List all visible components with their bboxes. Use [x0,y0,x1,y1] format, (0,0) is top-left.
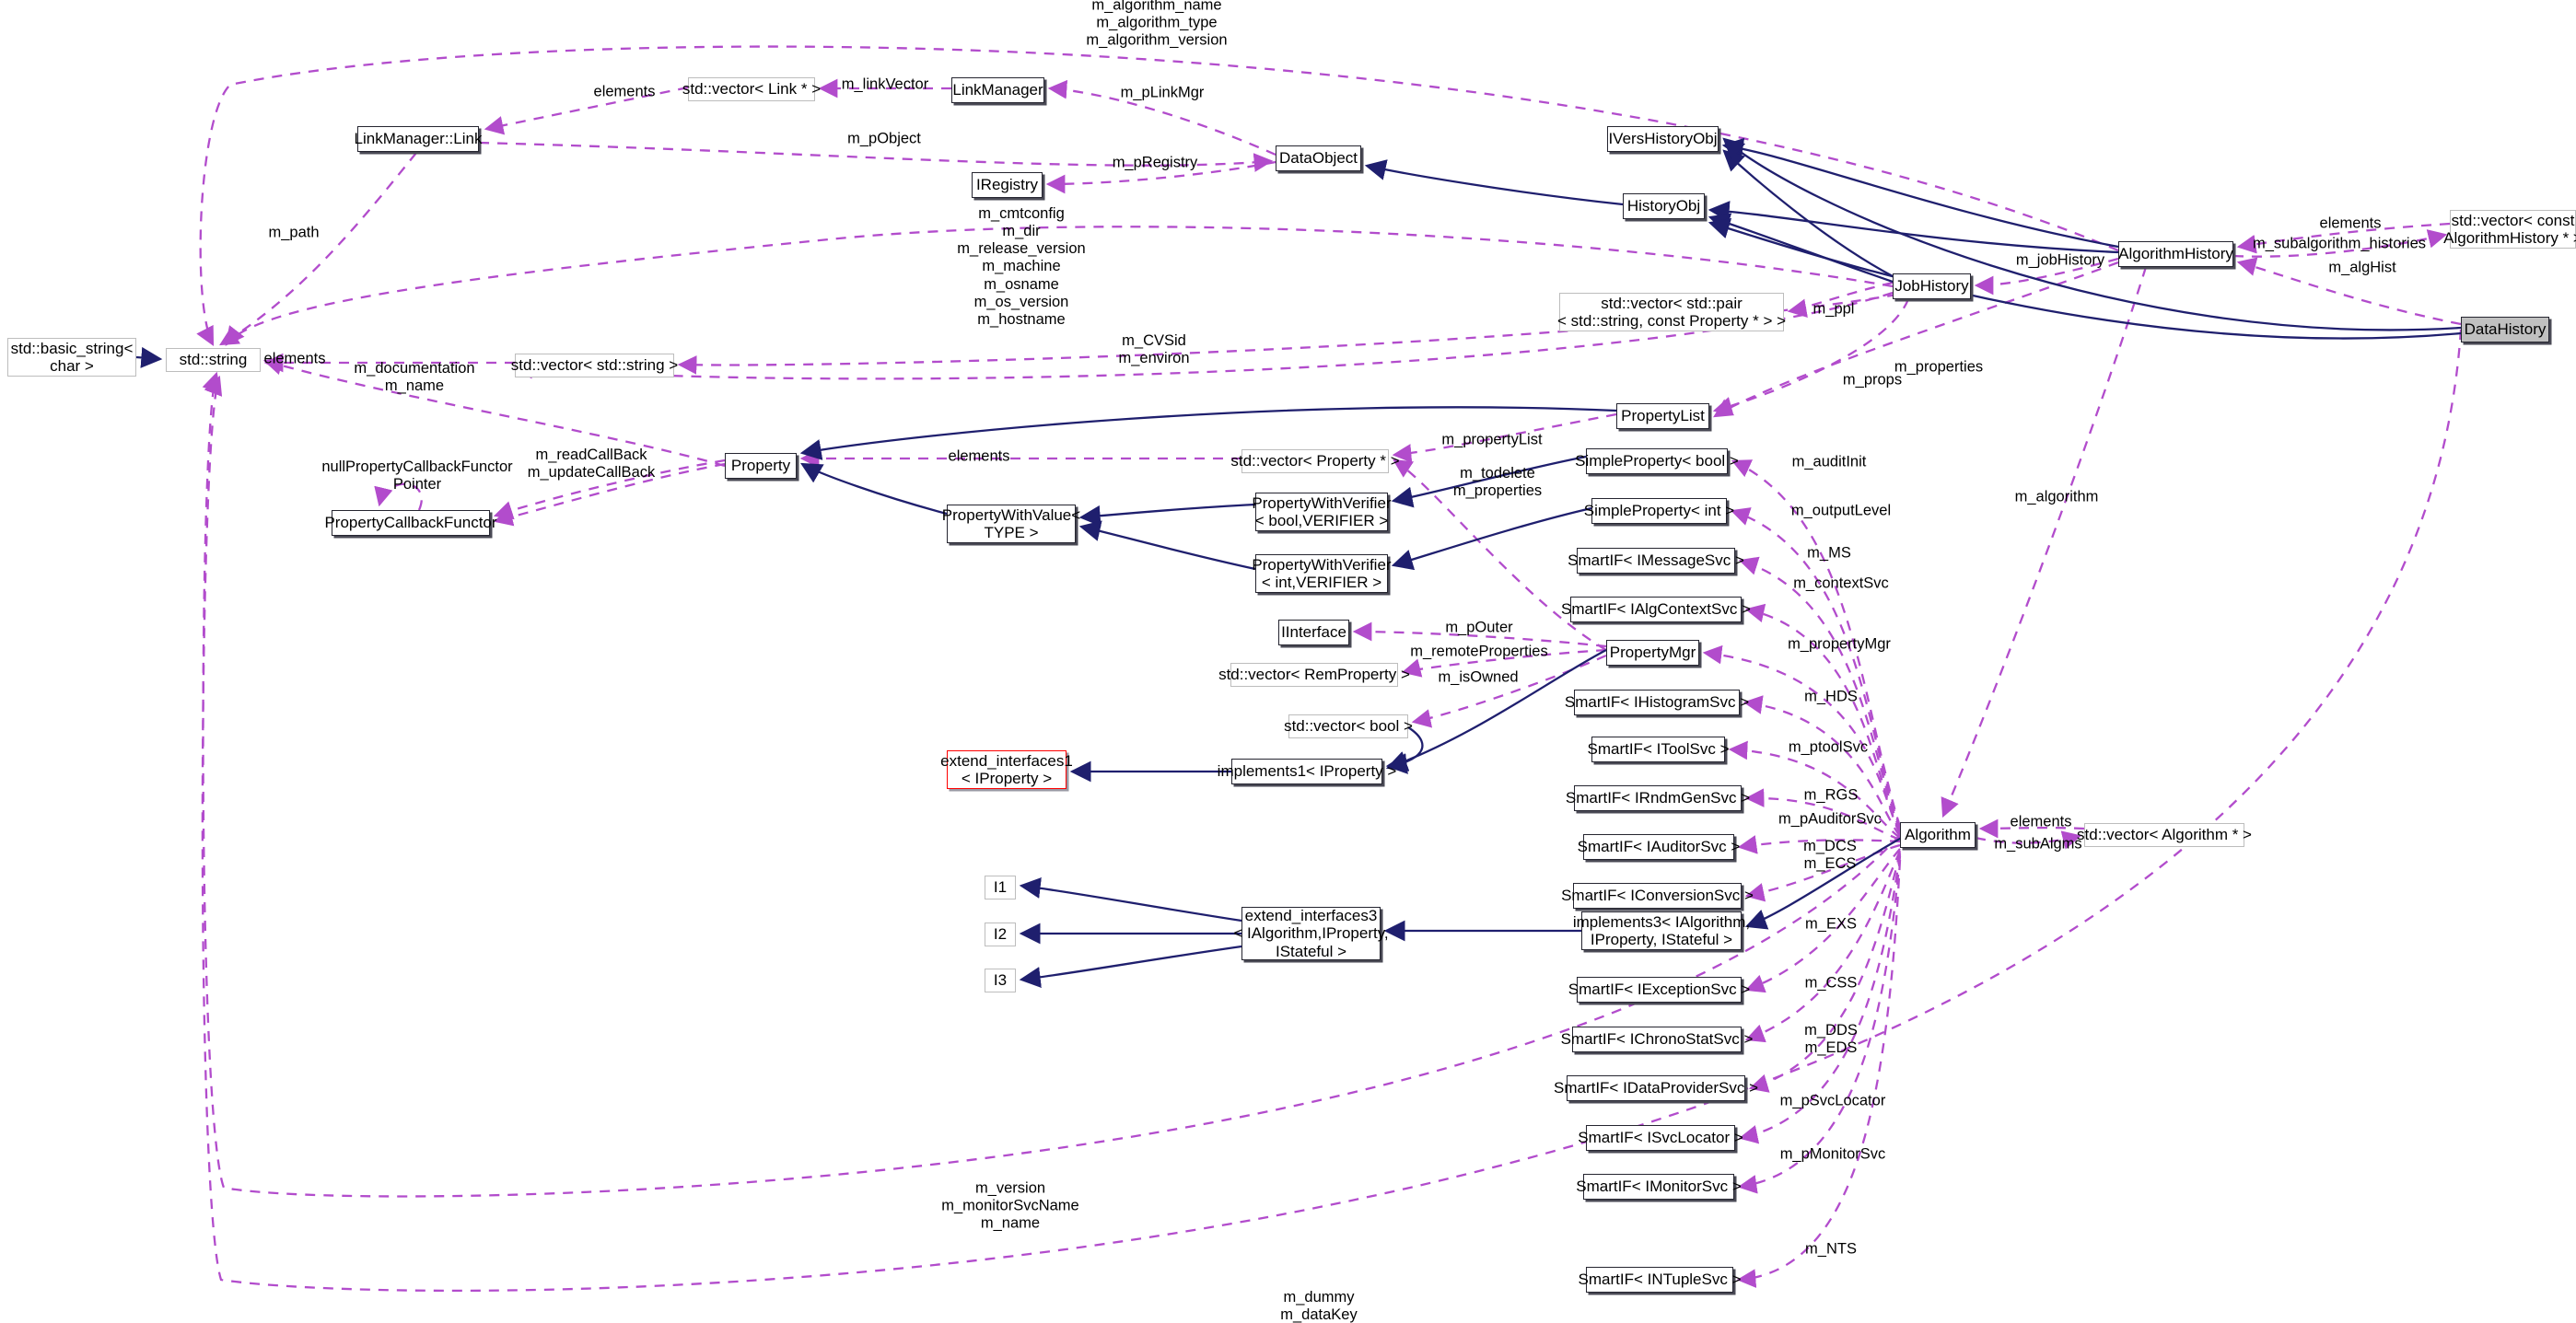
node-linkmanager-link[interactable]: LinkManager::Link [355,126,482,152]
edge-label-m-pobject: m_pObject [847,130,921,147]
node-smartif-iconversionsvc[interactable]: SmartIF< IConversionSvc > [1561,883,1754,909]
edge-label-m-path: m_path [268,224,320,241]
edge-label-m-dcs-m-ecs: m_DCS m_ECS [1803,837,1857,872]
node-iregistry[interactable]: IRegistry [972,172,1043,198]
node-algorithm[interactable]: Algorithm [1900,822,1976,848]
edge-label-m-ms: m_MS [1807,544,1851,562]
edge-label-m-pregistry: m_pRegistry [1112,154,1198,171]
node-simpleproperty-int[interactable]: SimpleProperty< int > [1584,498,1734,524]
edge-label-algorithm-string-fields: m_version m_monitorSvcName m_name [941,1179,1079,1232]
node-propertywithverifier-int[interactable]: PropertyWithVerifier < int,VERIFIER > [1252,554,1392,593]
node-propertywithverifier-bool[interactable]: PropertyWithVerifier < bool,VERIFIER > [1252,493,1392,531]
edge-label-m-plinkmgr: m_pLinkMgr [1120,84,1205,101]
edge-label-m-todelete-m-properties: m_todelete m_properties [1452,464,1543,499]
node-i3[interactable]: I3 [985,969,1016,992]
edge-label-m-cvsid-m-environ: m_CVSid m_environ [1118,331,1190,366]
node-smartif-ialgcontextsvc[interactable]: SmartIF< IAlgContextSvc > [1561,597,1751,622]
node-iinterface[interactable]: IInterface [1278,620,1349,645]
node-extend-interfaces1-iproperty[interactable]: extend_interfaces1 < IProperty > [940,750,1073,789]
node-ivershistoryobj[interactable]: IVersHistoryObj [1607,126,1719,152]
node-property[interactable]: Property [725,453,797,479]
node-smartif-ihistogramsvc[interactable]: SmartIF< IHistogramSvc > [1565,690,1749,715]
node-vector-const-algorithmhistory-ptr[interactable]: std::vector< const AlgorithmHistory * > [2443,210,2576,249]
node-smartif-iauditorsvc[interactable]: SmartIF< IAuditorSvc > [1578,834,1740,860]
node-i1[interactable]: I1 [985,876,1016,899]
edge-label-elements-algorithmhistory: elements [2319,215,2382,232]
edge-label-m-pouter: m_pOuter [1445,619,1513,636]
node-smartif-idataprovidersvc[interactable]: SmartIF< IDataProviderSvc > [1554,1075,1758,1101]
node-smartif-ichronostatsvc[interactable]: SmartIF< IChronoStatSvc > [1561,1027,1753,1052]
edge-label-m-exs: m_EXS [1805,915,1857,933]
edge-label-m-linkvector: m_linkVector [841,75,929,93]
edge-label-m-props: m_props [1842,371,1903,389]
node-std-string[interactable]: std::string [166,348,261,372]
edge-label-m-auditinit: m_auditInit [1791,453,1867,470]
edge-label-m-psvclocator: m_pSvcLocator [1779,1092,1886,1109]
node-smartif-isvclocator[interactable]: SmartIF< ISvcLocator > [1578,1125,1743,1151]
edge-label-m-subalgms: m_subAlgms [1994,835,2082,853]
node-propertylist[interactable]: PropertyList [1616,403,1709,429]
edge-label-algorithm-name-type-version: m_algorithm_name m_algorithm_type m_algo… [1086,0,1228,49]
edge-label-m-jobhistory: m_jobHistory [2015,251,2105,269]
edge-label-m-subalgorithm-histories: m_subalgorithm_histories [2252,235,2427,252]
edge-label-jobhistory-string-fields: m_cmtconfig m_dir m_release_version m_ma… [957,205,1086,328]
edge-label-m-contextsvc: m_contextSvc [1793,574,1889,592]
edge-label-m-hds: m_HDS [1804,688,1858,705]
node-propertycallbackfunctor[interactable]: PropertyCallbackFunctor [324,510,497,536]
node-implements3[interactable]: implements3< IAlgorithm, IProperty, ISta… [1572,911,1751,950]
edge-label-m-readcallback-m-updatecallback: m_readCallBack m_updateCallBack [527,446,656,481]
node-i2[interactable]: I2 [985,923,1016,946]
edge-label-m-documentation-m-name: m_documentation m_name [354,359,475,394]
node-datahistory[interactable]: DataHistory [2461,317,2549,342]
node-vector-pair-string-property[interactable]: std::vector< std::pair < std::string, co… [1556,293,1787,331]
edge-label-m-alghist: m_algHist [2328,259,2396,276]
node-vector-algorithm-ptr[interactable]: std::vector< Algorithm * > [2077,823,2252,847]
node-smartif-irndmgensvc[interactable]: SmartIF< IRndmGenSvc > [1566,785,1750,811]
edge-label-m-algorithm: m_algorithm [2014,488,2099,505]
node-smartif-imonitorsvc[interactable]: SmartIF< IMonitorSvc > [1576,1174,1742,1200]
edge-label-m-dds-m-eds: m_DDS m_EDS [1804,1021,1858,1056]
node-propertymgr[interactable]: PropertyMgr [1606,640,1699,666]
node-smartif-iexceptionsvc[interactable]: SmartIF< IExceptionSvc > [1568,977,1750,1003]
node-vector-property-ptr[interactable]: std::vector< Property * > [1230,449,1400,473]
edge-label-nullpropertycallbackfunctorpointer: nullPropertyCallbackFunctor Pointer [321,458,513,493]
edge-label-m-nts: m_NTS [1805,1240,1857,1258]
edge-label-m-propertylist: m_propertyList [1441,431,1543,448]
node-linkmanager[interactable]: LinkManager [951,77,1044,103]
node-smartif-imessagesvc[interactable]: SmartIF< IMessageSvc > [1568,548,1744,574]
edge-label-m-dummy-m-datakey: m_dummy m_dataKey [1280,1288,1358,1323]
edge-label-elements-link: elements [593,83,656,100]
node-vector-std-string[interactable]: std::vector< std::string > [511,354,678,377]
node-historyobj[interactable]: HistoryObj [1623,193,1705,219]
edge-label-m-css: m_CSS [1804,974,1858,992]
node-simpleproperty-bool[interactable]: SimpleProperty< bool > [1575,448,1739,474]
node-dataobject[interactable]: DataObject [1276,145,1361,171]
edge-label-elements-algorithm: elements [2010,813,2072,830]
edge-label-elements-property: elements [948,447,1010,465]
edge-label-m-rgs: m_RGS [1803,786,1859,804]
node-extend-interfaces3[interactable]: extend_interfaces3 < IAlgorithm,IPropert… [1233,907,1389,960]
node-algorithmhistory[interactable]: AlgorithmHistory [2118,241,2233,267]
edge-label-m-propertymgr: m_propertyMgr [1788,635,1891,653]
node-std-basic-string[interactable]: std::basic_string< char > [7,338,136,377]
edge-label-m-pauditorsvc: m_pAuditorSvc [1778,810,1882,828]
edge-label-m-isowned: m_isOwned [1438,668,1519,686]
edge-label-m-outputlevel: m_outputLevel [1790,502,1892,519]
node-jobhistory[interactable]: JobHistory [1893,273,1971,299]
edge-label-elements-string: elements [263,350,326,367]
node-vector-remproperty[interactable]: std::vector< RemProperty > [1218,663,1410,687]
node-vector-link-ptr[interactable]: std::vector< Link * > [682,77,821,101]
node-implements1-iproperty[interactable]: implements1< IProperty > [1218,759,1396,784]
edge-label-m-properties-jobhistory: m_properties [1894,358,1984,376]
node-propertywithvalue[interactable]: PropertyWithValue< TYPE > [941,505,1081,543]
edge-label-m-ppl: m_ppl [1813,300,1855,318]
node-vector-bool[interactable]: std::vector< bool > [1284,714,1413,738]
node-smartif-intuplesvc[interactable]: SmartIF< INTupleSvc > [1579,1267,1742,1293]
node-smartif-itoolsvc[interactable]: SmartIF< IToolSvc > [1588,737,1730,762]
edge-label-m-ptoolsvc: m_ptoolSvc [1788,738,1869,756]
edge-label-m-remoteproperties: m_remoteProperties [1410,643,1548,660]
edge-label-m-pmonitorsvc: m_pMonitorSvc [1779,1145,1886,1163]
